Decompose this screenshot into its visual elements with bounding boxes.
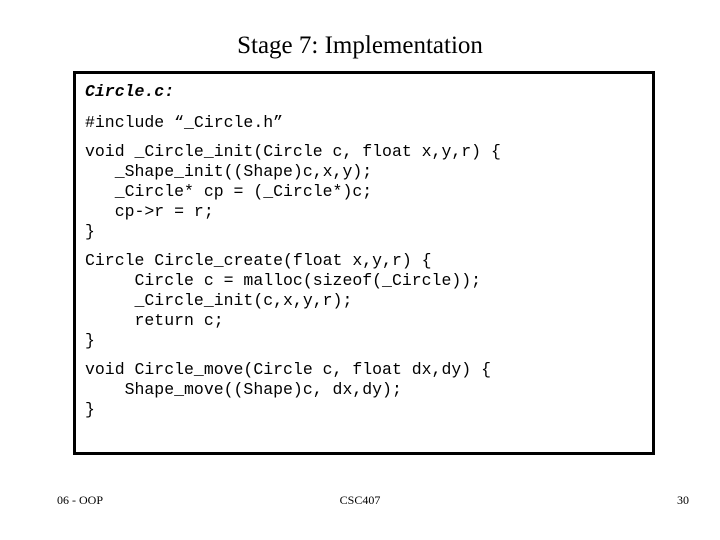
spacer [85,242,652,251]
slide-footer: 06 - OOP CSC407 30 [0,492,720,512]
spacer [85,351,652,360]
spacer [85,102,652,113]
code-block-include: #include “_Circle.h” [85,113,284,132]
spacer [85,133,652,142]
footer-lecture-label: 06 - OOP [57,493,104,507]
source-file-label: Circle.c: [85,82,175,101]
code-listing-box: Circle.c: #include “_Circle.h” void _Cir… [73,71,655,455]
code-block-circle-create: Circle Circle_create(float x,y,r) { Circ… [85,251,482,350]
code-block-circle-init: void _Circle_init(Circle c, float x,y,r)… [85,142,501,241]
code-listing-content: Circle.c: #include “_Circle.h” void _Cir… [76,74,652,420]
footer-course-label: CSC407 [339,493,381,507]
page-title: Stage 7: Implementation [237,32,483,59]
code-block-circle-move: void Circle_move(Circle c, float dx,dy) … [85,360,491,419]
footer-page-number: 30 [677,493,689,507]
